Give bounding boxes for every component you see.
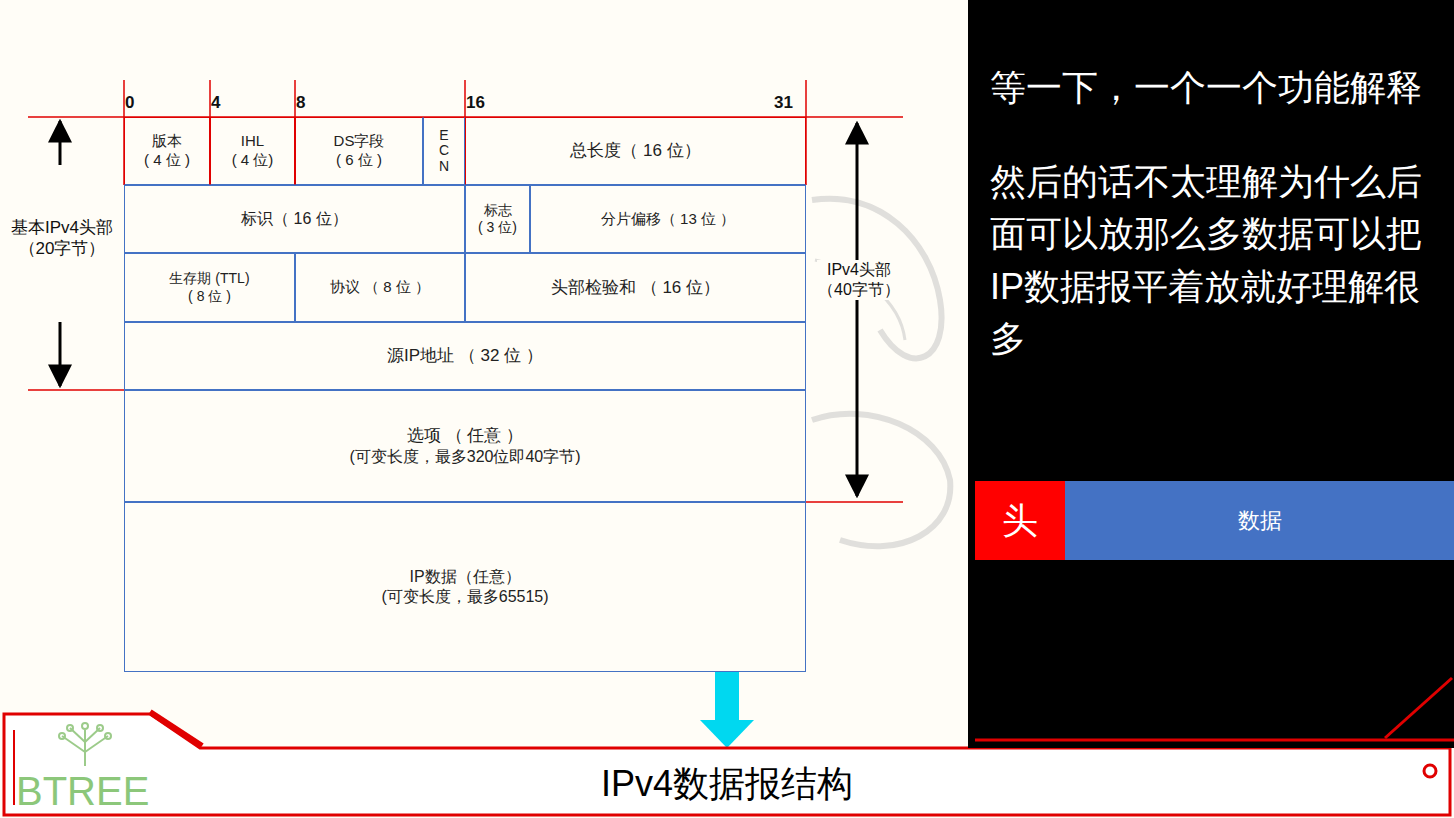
field-box: 总长度（ 16 位） — [465, 117, 806, 185]
field-text: ( 4 位) — [232, 151, 274, 170]
field-text: 选项 （ 任意 ） — [407, 425, 523, 446]
field-box: 版本( 4 位 ) — [124, 117, 210, 185]
data-block: 数据 — [1065, 481, 1454, 560]
field-text: 版本 — [152, 132, 182, 151]
field-text: 协议 （ 8 位 ） — [330, 278, 430, 297]
field-box: 协议 （ 8 位 ） — [295, 253, 465, 322]
field-text: 头 — [1002, 498, 1038, 543]
field-text: 源IP地址 （ 32 位 ） — [387, 345, 543, 366]
bit-number: 31 — [774, 92, 804, 113]
field-text: 总长度（ 16 位） — [570, 140, 700, 161]
field-text: 标志 — [484, 202, 512, 220]
field-box: 标志( 3 位) — [465, 185, 530, 253]
field-box: 生存期 (TTL)( 8 位 ) — [124, 253, 295, 322]
field-text: (可变长度，最多65515) — [381, 587, 548, 607]
field-box: DS字段( 6 位 ) — [295, 117, 423, 185]
bit-number: 8 — [296, 92, 326, 113]
field-text: DS字段 — [334, 132, 385, 151]
options-box: 选项 （ 任意 ）(可变长度，最多320位即40字节) — [124, 390, 806, 502]
bit-number: 0 — [125, 92, 155, 113]
note-text: 等一下，一个一个功能解释 — [990, 62, 1442, 114]
bit-number: 4 — [211, 92, 241, 113]
dimension-label: IPv4头部 （40字节） — [817, 260, 901, 300]
field-text: ( 6 位 ) — [336, 151, 382, 170]
field-box: 头部检验和 （ 16 位） — [465, 253, 806, 322]
field-box: 源IP地址 （ 32 位 ） — [124, 322, 806, 390]
field-text: 数据 — [1238, 507, 1282, 535]
field-text: ECN — [437, 128, 451, 174]
field-text: ( 3 位) — [478, 219, 517, 237]
down-arrow — [700, 672, 754, 748]
red-guide-lines — [28, 80, 903, 502]
dragon-watermark — [812, 199, 950, 547]
field-box: 标识（ 16 位） — [124, 185, 465, 253]
field-text: IP数据（任意） — [409, 567, 520, 587]
field-text: (可变长度，最多320位即40字节) — [349, 447, 580, 467]
header-block: 头 — [975, 481, 1065, 560]
field-text: IHL — [241, 132, 264, 151]
dimension-label: 基本IPv4头部 （20字节） — [3, 217, 121, 260]
field-text: 标识（ 16 位） — [241, 209, 348, 229]
field-text: 分片偏移（ 13 位 ） — [601, 210, 735, 229]
field-box: IHL( 4 位) — [210, 117, 295, 185]
field-text: ( 4 位 ) — [144, 151, 190, 170]
logo-text: BTREE — [16, 766, 166, 816]
field-text: 生存期 (TTL) — [169, 270, 249, 288]
field-text: ( 8 位 ) — [188, 288, 231, 306]
field-box: ECN — [423, 117, 465, 185]
bit-number: 16 — [466, 92, 496, 113]
caption-title: IPv4数据报结构 — [427, 760, 1027, 809]
note-panel: 等一下，一个一个功能解释然后的话不太理解为什么后面可以放那么多数据可以把IP数据… — [968, 0, 1454, 748]
field-text: 头部检验和 （ 16 位） — [551, 277, 720, 298]
note-text: 然后的话不太理解为什么后面可以放那么多数据可以把IP数据报平着放就好理解很多 — [990, 156, 1442, 365]
field-box: 分片偏移（ 13 位 ） — [530, 185, 806, 253]
data-box: IP数据（任意）(可变长度，最多65515) — [124, 502, 806, 672]
tree-logo — [59, 723, 111, 766]
